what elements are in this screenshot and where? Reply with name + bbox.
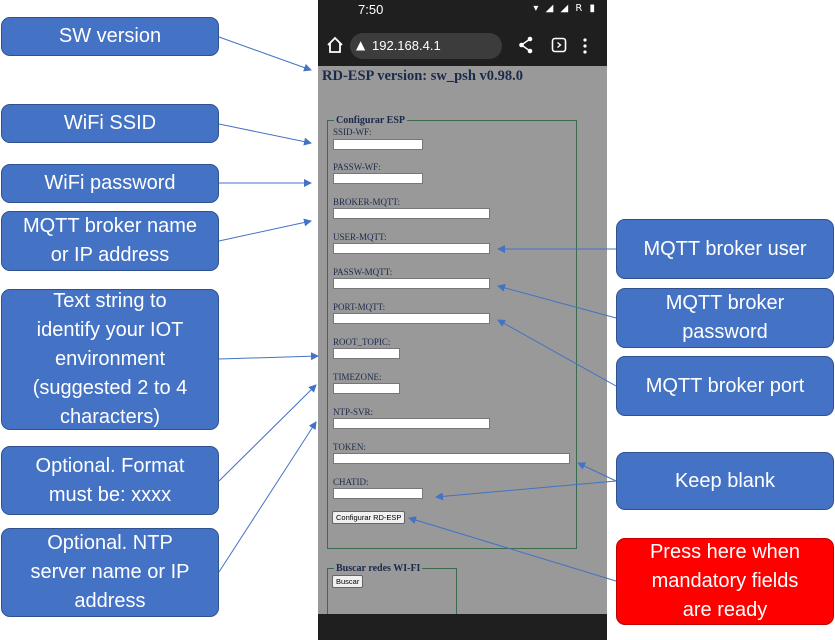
arrow-ntp (218, 421, 317, 573)
chatid-input[interactable] (333, 488, 423, 499)
callout-root-topic: Text string to identify your IOT environ… (1, 289, 219, 430)
phone-screen: 7:50 ▾ ◢ ◢ R ▮ ▲ 192.168.4.1 RD-ESP vers… (318, 0, 607, 640)
label-passw-wf: PASSW-WF: (333, 162, 381, 172)
arrow-root-topic (218, 352, 319, 361)
nav-bar (318, 614, 607, 640)
callout-sw-version: SW version (1, 17, 219, 56)
more-menu-icon[interactable] (582, 37, 588, 55)
mqtt-user-input[interactable] (333, 243, 490, 254)
wifi-search-fieldset: Buscar redes WI-FI (327, 563, 457, 640)
label-timezone: TIMEZONE: (333, 372, 382, 382)
url-field[interactable]: ▲ 192.168.4.1 (350, 33, 502, 59)
timezone-input[interactable] (333, 383, 400, 394)
mqtt-port-input[interactable] (333, 313, 490, 324)
broker-input[interactable] (333, 208, 490, 219)
status-icons: ▾ ◢ ◢ R ▮ (533, 3, 597, 14)
home-icon[interactable] (326, 36, 344, 54)
arrow-sw-version (218, 36, 312, 72)
label-ntp: NTP-SVR: (333, 407, 374, 417)
callout-press-here: Press here when mandatory fields are rea… (616, 538, 834, 625)
label-user: USER-MQTT: (333, 232, 387, 242)
callout-mqtt-port: MQTT broker port (616, 356, 834, 416)
label-token: TOKEN: (333, 442, 366, 452)
tab-switcher-icon[interactable] (551, 37, 567, 53)
callout-mqtt-user: MQTT broker user (616, 219, 834, 279)
callout-timezone: Optional. Format must be: xxxx (1, 446, 219, 515)
label-broker: BROKER-MQTT: (333, 197, 401, 207)
ntp-server-input[interactable] (333, 418, 490, 429)
mqtt-password-input[interactable] (333, 278, 490, 289)
label-chatid: CHATID: (333, 477, 369, 487)
label-root-topic: ROOT_TOPIC: (333, 337, 391, 347)
callout-keep-blank: Keep blank (616, 452, 834, 510)
arrow-mqtt-broker (218, 218, 312, 242)
config-legend: Configurar ESP (336, 115, 405, 126)
share-icon[interactable] (518, 36, 534, 54)
arrow-wifi-ssid (218, 123, 312, 146)
url-text: 192.168.4.1 (372, 38, 441, 53)
status-bar: 7:50 ▾ ◢ ◢ R ▮ (318, 0, 607, 22)
root-topic-input[interactable] (333, 348, 400, 359)
callout-mqtt-broker-name: MQTT broker name or IP address (1, 211, 219, 271)
warning-icon: ▲ (356, 38, 366, 52)
label-port: PORT-MQTT: (333, 302, 386, 312)
label-ssid: SSID-WF: (333, 127, 372, 137)
wifi-search-legend: Buscar redes WI-FI (336, 563, 421, 574)
token-input[interactable] (333, 453, 570, 464)
version-heading: RD-ESP version: sw_psh v0.98.0 (322, 68, 524, 84)
ssid-input[interactable] (333, 139, 423, 150)
browser-toolbar: ▲ 192.168.4.1 (318, 22, 607, 66)
callout-mqtt-password: MQTT broker password (616, 288, 834, 348)
callout-ntp-server: Optional. NTP server name or IP address (1, 528, 219, 617)
arrow-timezone (218, 384, 317, 482)
configure-button[interactable]: Configurar RD-ESP (332, 511, 406, 524)
label-passw-mqtt: PASSW-MQTT: (333, 267, 393, 277)
callout-wifi-ssid: WiFi SSID (1, 104, 219, 143)
status-time: 7:50 (358, 2, 384, 17)
callout-wifi-password: WiFi password (1, 164, 219, 203)
search-button[interactable]: Buscar (332, 575, 364, 588)
wifi-password-input[interactable] (333, 173, 423, 184)
